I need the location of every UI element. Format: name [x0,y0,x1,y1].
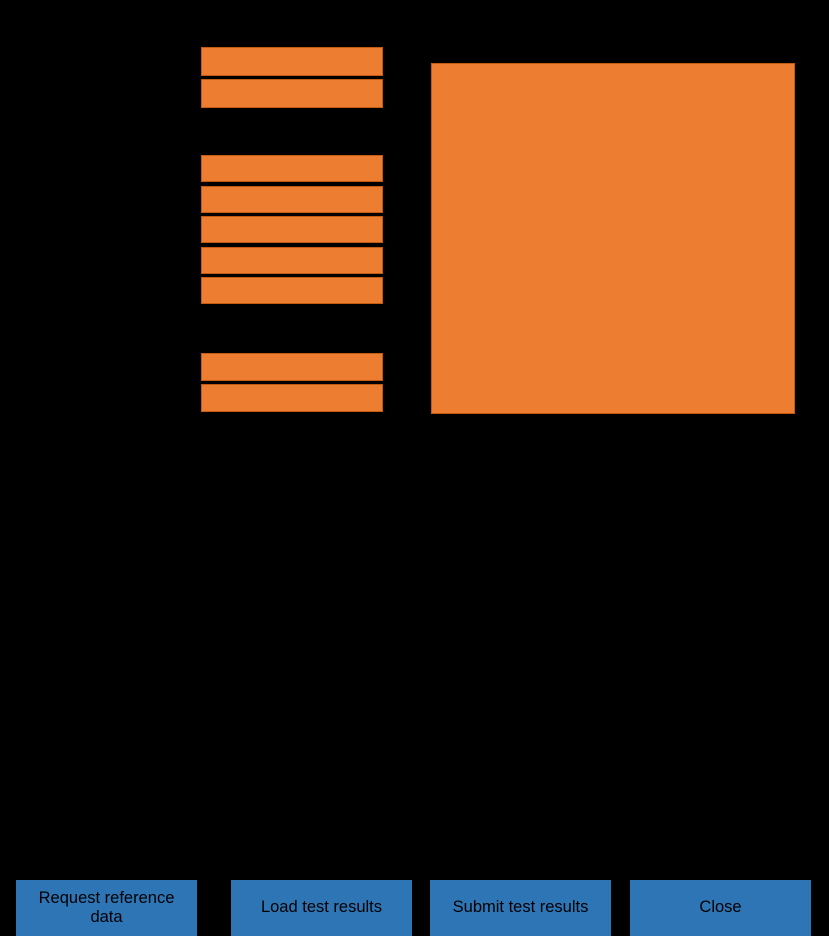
field-row[interactable] [201,216,383,243]
field-group-middle [201,155,384,304]
field-group-top [201,47,384,110]
field-row[interactable] [201,353,383,381]
load-test-results-button[interactable]: Load test results [231,880,412,936]
field-row[interactable] [201,47,383,76]
form-body [0,0,829,432]
field-row[interactable] [201,185,383,213]
field-row[interactable] [201,246,383,274]
detail-panel[interactable] [431,63,795,414]
close-button[interactable]: Close [630,880,811,936]
field-row[interactable] [201,277,383,304]
button-label: Load test results [260,898,383,917]
field-group-bottom [201,353,384,414]
request-reference-data-button[interactable]: Request reference data [16,880,197,936]
field-row[interactable] [201,155,383,182]
field-row[interactable] [201,79,383,108]
field-row[interactable] [201,384,383,412]
button-label: Request reference data [38,888,175,926]
submit-test-results-button[interactable]: Submit test results [430,880,611,936]
button-label: Submit test results [452,898,589,917]
field-column [201,0,384,432]
button-label: Close [699,898,742,917]
button-bar: Request reference data Load test results… [0,432,829,936]
label-column [0,0,200,432]
